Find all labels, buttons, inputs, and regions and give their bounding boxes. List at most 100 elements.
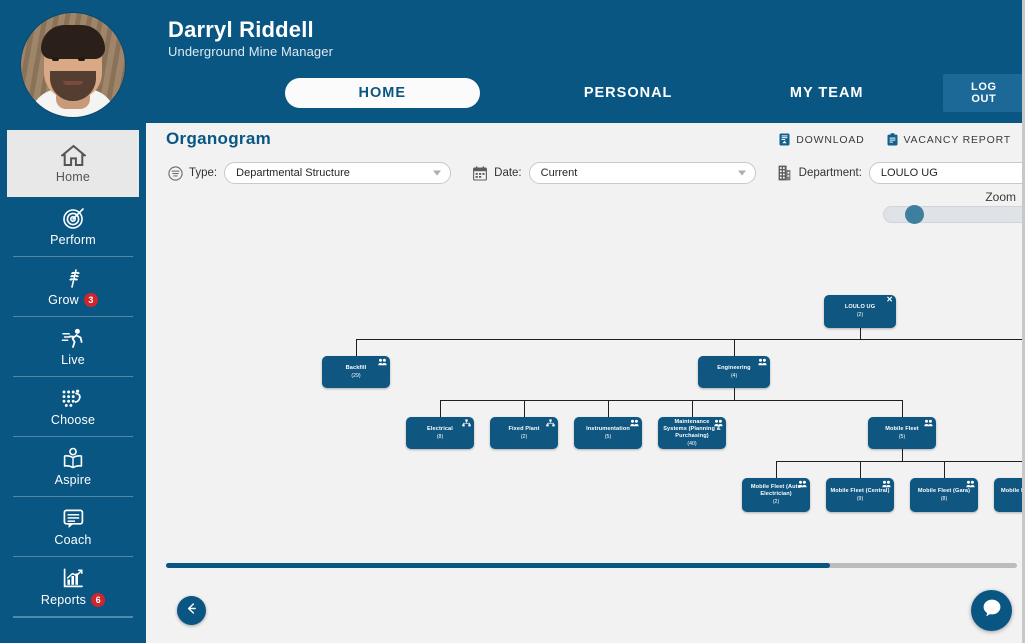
connector-line — [356, 339, 357, 356]
org-node-name: Mobile Fleet (Yalea) — [1001, 487, 1025, 494]
org-node-mf-gara[interactable]: Mobile Fleet (Gara)(8) — [910, 478, 978, 512]
zoom-label: Zoom — [985, 190, 1016, 204]
avatar-eye-left — [52, 57, 59, 61]
avatar-eye-right — [78, 57, 85, 61]
horizontal-scrollbar[interactable] — [166, 563, 1017, 568]
page-actions: DOWNLOAD VACANCY REPORT — [779, 133, 1011, 146]
connector-line — [440, 400, 441, 417]
org-node-backfill[interactable]: Backfill(29) — [322, 356, 390, 388]
zoom-slider[interactable] — [883, 205, 1025, 224]
connector-line — [776, 461, 1025, 462]
top-header-bar: Darryl Riddell Underground Mine Manager … — [146, 0, 1025, 123]
sidebar-item-aspire[interactable]: Aspire — [0, 437, 146, 496]
chat-bubble-icon — [981, 597, 1003, 624]
people-icon[interactable] — [882, 480, 891, 488]
sidebar-item-badge: 6 — [91, 593, 106, 607]
filter-bar: Type: Departmental Structure — [146, 156, 1025, 184]
target-icon — [62, 207, 85, 231]
close-icon[interactable]: ✕ — [886, 295, 893, 304]
connector-line — [776, 461, 777, 478]
page-header: Organogram DOWNLOAD — [146, 123, 1025, 156]
people-icon[interactable] — [758, 358, 767, 366]
calendar-icon — [471, 164, 489, 182]
date-select[interactable]: Current — [528, 162, 756, 184]
connector-line — [902, 449, 903, 461]
sidebar-item-home[interactable]: Home — [7, 130, 139, 197]
org-node-instrumentation[interactable]: Instrumentation(5) — [574, 417, 642, 449]
sidebar-divider — [13, 556, 133, 557]
speech-bubble-icon — [62, 507, 85, 531]
people-icon[interactable] — [966, 480, 975, 488]
org-node-count: (2) — [772, 499, 780, 506]
org-node-mf-central[interactable]: Mobile Fleet (Central)(9) — [826, 478, 894, 512]
sidebar-item-live[interactable]: Live — [0, 317, 146, 376]
people-icon[interactable] — [630, 419, 639, 427]
connector-line — [734, 339, 735, 356]
zoom-control: Zoom — [146, 190, 1025, 228]
org-node-mf-yalea[interactable]: Mobile Fleet (Yalea)(6) — [994, 478, 1025, 512]
organogram-canvas[interactable]: ✕LOULO UG(2)Backfill(29)Engineering(4)Ex… — [146, 243, 1025, 563]
people-icon[interactable] — [798, 480, 807, 488]
sidebar-item-badge: 3 — [83, 293, 98, 307]
sidebar-divider — [13, 256, 133, 257]
org-node-mf-auto-electrician[interactable]: Mobile Fleet (Auto Electrician)(2) — [742, 478, 810, 512]
sidebar-item-label: Home — [55, 169, 91, 184]
sidebar-item-coach[interactable]: Coach — [0, 497, 146, 556]
sidebar-divider — [13, 316, 133, 317]
org-node-name: Instrumentation — [586, 425, 630, 432]
sidebar-item-perform[interactable]: Perform — [0, 197, 146, 256]
sidebar-item-label: Live — [61, 352, 85, 367]
arrow-left-icon — [184, 601, 199, 621]
org-node-name: Mobile Fleet (Auto Electrician) — [750, 484, 802, 498]
org-node-name: Mobile Fleet — [885, 425, 919, 432]
chevron-down-icon — [433, 170, 442, 176]
connector-line — [440, 400, 902, 401]
primary-tabs: HOME PERSONAL MY TEAM LOG OUT — [146, 74, 1025, 112]
filter-date-label: Date: — [494, 167, 522, 179]
page-title: Organogram — [166, 129, 272, 148]
connector-line — [734, 388, 735, 400]
filter-type: Type: Departmental Structure — [166, 162, 471, 184]
org-node-mobile-fleet[interactable]: Mobile Fleet(5) — [868, 417, 936, 449]
department-select[interactable]: LOULO UG — [868, 162, 1025, 184]
download-icon — [779, 133, 790, 146]
vacancy-report-label: VACANCY REPORT — [903, 133, 1011, 146]
sidebar-divider — [13, 617, 133, 618]
org-node-fixed-plant[interactable]: Fixed Plant(2) — [490, 417, 558, 449]
logout-button[interactable]: LOG OUT — [942, 74, 1025, 112]
tab-home[interactable]: HOME — [285, 78, 480, 108]
avatar[interactable] — [21, 13, 125, 117]
org-node-engineering[interactable]: Engineering(4) — [698, 356, 770, 388]
tab-my-team[interactable]: MY TEAM — [789, 85, 864, 101]
vacancy-report-button[interactable]: VACANCY REPORT — [887, 133, 1011, 146]
org-node-maintenance-systems[interactable]: Maintenance Systems (Planning & Purchasi… — [658, 417, 726, 449]
org-icon[interactable] — [462, 419, 471, 427]
connector-line — [524, 400, 525, 417]
people-icon[interactable] — [714, 419, 723, 427]
sidebar-item-label: Aspire — [54, 472, 92, 487]
org-icon[interactable] — [546, 419, 555, 427]
download-button[interactable]: DOWNLOAD — [779, 133, 864, 146]
connector-line — [692, 400, 693, 417]
user-role: Underground Mine Manager — [168, 44, 333, 60]
horizontal-scrollbar-thumb[interactable] — [166, 563, 830, 568]
sidebar-divider — [13, 436, 133, 437]
people-icon[interactable] — [924, 419, 933, 427]
org-node-count: (5) — [898, 433, 906, 440]
sidebar-divider — [13, 496, 133, 497]
org-node-electrical[interactable]: Electrical(8) — [406, 417, 474, 449]
sidebar-item-choose[interactable]: Choose — [0, 377, 146, 436]
people-icon[interactable] — [378, 358, 387, 366]
tab-personal[interactable]: PERSONAL — [583, 85, 673, 101]
zoom-slider-thumb[interactable] — [905, 205, 924, 224]
chat-button[interactable] — [971, 590, 1012, 631]
org-node-count: (29) — [351, 372, 361, 379]
back-button[interactable] — [177, 596, 206, 625]
org-node-root[interactable]: ✕LOULO UG(2) — [824, 295, 896, 328]
connector-line — [944, 461, 945, 478]
type-select[interactable]: Departmental Structure — [224, 162, 452, 184]
